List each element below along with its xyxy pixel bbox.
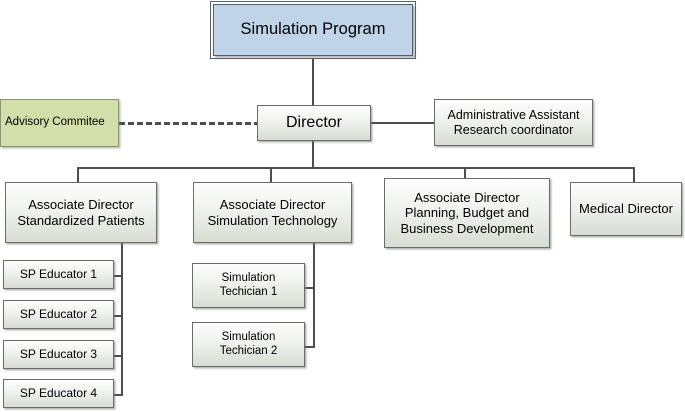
node-label: SP Educator 1 xyxy=(19,267,98,282)
connector-bar-to-assoc-planning xyxy=(464,167,466,182)
connector-stub-sp-educator-1 xyxy=(113,275,123,277)
connector-root-to-director xyxy=(312,58,314,107)
node-label: SP Educator 2 xyxy=(19,307,98,322)
node-label: Simulation Program xyxy=(240,20,386,39)
connector-sp-educator-spine xyxy=(121,243,123,395)
node-label: Advisory Commitee xyxy=(5,116,105,129)
connector-stub-sp-educator-4 xyxy=(113,394,123,396)
connector-advisory-to-director-dashed xyxy=(119,122,260,125)
node-simulation-program[interactable]: Simulation Program xyxy=(210,1,416,59)
node-medical-director[interactable]: Medical Director xyxy=(570,182,682,236)
node-sp-educator-3[interactable]: SP Educator 3 xyxy=(3,340,114,369)
node-label: SP Educator 3 xyxy=(19,347,98,362)
connector-stub-sp-educator-2 xyxy=(113,315,123,317)
connector-stub-sp-educator-3 xyxy=(113,355,123,357)
connector-director-to-admin-assistant xyxy=(371,122,434,124)
connector-sim-tech-spine xyxy=(313,243,315,347)
connector-bar-to-assoc-tech xyxy=(270,167,272,182)
node-director[interactable]: Director xyxy=(257,105,371,141)
node-sp-educator-1[interactable]: SP Educator 1 xyxy=(3,260,114,289)
connector-stub-sim-tech-2 xyxy=(304,346,315,348)
node-advisory-commitee[interactable]: Advisory Commitee xyxy=(0,99,119,147)
connector-bar-to-medical-director xyxy=(633,167,635,182)
node-label: Medical Director xyxy=(579,201,673,217)
connector-bar-to-assoc-sp xyxy=(77,167,79,182)
node-label: Director xyxy=(285,113,342,131)
node-label: SP Educator 4 xyxy=(19,386,98,401)
connector-director-down xyxy=(312,140,314,168)
connector-distribution-bar xyxy=(77,167,635,169)
connector-stub-sim-tech-1 xyxy=(304,287,315,289)
node-sp-educator-2[interactable]: SP Educator 2 xyxy=(3,300,114,329)
node-sp-educator-4[interactable]: SP Educator 4 xyxy=(3,379,114,408)
